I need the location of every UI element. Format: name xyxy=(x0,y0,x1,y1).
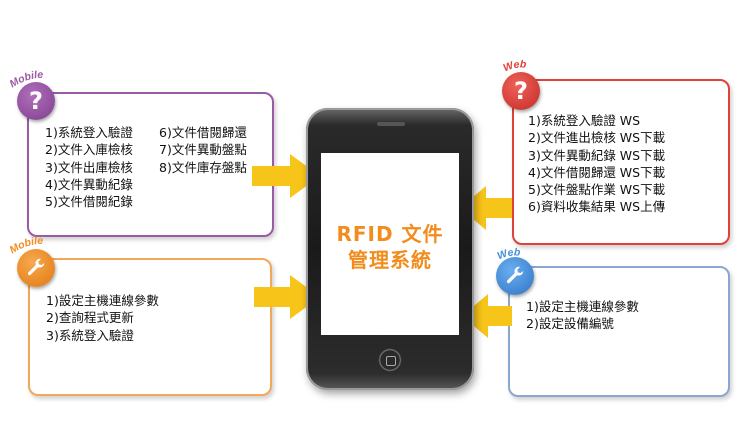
arrow-right-icon xyxy=(252,154,320,198)
web-functions-list: 1)系統登入驗證 WS 2)文件進出檢核 WS下載 3)文件異動紀錄 WS下載 … xyxy=(528,112,665,216)
list-item: 7)文件異動盤點 xyxy=(159,142,247,158)
system-title-line1: RFID 文件 xyxy=(336,222,444,246)
system-title: RFID 文件 管理系統 xyxy=(321,221,459,273)
phone-screen: RFID 文件 管理系統 xyxy=(321,153,459,335)
list-item: 3)系統登入驗證 xyxy=(46,327,134,343)
list-item: 1)設定主機連線參數 xyxy=(46,293,159,308)
list-item: 5)文件借閱紀錄 xyxy=(45,194,133,210)
list-item: 5)文件盤點作業 WS下載 xyxy=(528,182,666,198)
list-item: 8)文件庫存盤點 xyxy=(159,159,247,175)
mobile-functions-panel: 1)系統登入驗證 2)文件入庫檢核 3)文件出庫檢核 4)文件異動紀錄 5)文件… xyxy=(27,92,274,237)
home-button xyxy=(378,348,402,372)
list-item: 1)系統登入驗證 xyxy=(45,125,133,140)
list-item: 2)文件進出檢核 WS下載 xyxy=(528,130,666,146)
mobile-question-badge: ? xyxy=(17,82,55,120)
list-item: 3)文件出庫檢核 xyxy=(45,159,133,175)
list-item: 4)文件異動紀錄 xyxy=(45,176,133,192)
mobile-settings-panel: 1)設定主機連線參數 2)查詢程式更新 3)系統登入驗證 xyxy=(28,258,272,396)
wrench-icon xyxy=(27,258,45,276)
list-item: 1)系統登入驗證 WS xyxy=(528,113,641,128)
list-item: 2)查詢程式更新 xyxy=(46,310,134,326)
arrow-left-icon xyxy=(462,294,512,338)
web-settings-badge xyxy=(496,257,534,295)
list-item: 6)文件借閱歸還 xyxy=(159,125,247,140)
mobile-functions-list-col1: 1)系統登入驗證 2)文件入庫檢核 3)文件出庫檢核 4)文件異動紀錄 5)文件… xyxy=(45,124,133,210)
web-settings-list: 1)設定主機連線參數 2)設定設備編號 xyxy=(526,298,639,333)
list-item: 3)文件異動紀錄 WS下載 xyxy=(528,147,666,163)
question-mark-icon: ? xyxy=(514,77,528,105)
phone-device: RFID 文件 管理系統 xyxy=(306,108,474,390)
arrow-right-icon xyxy=(254,275,320,319)
svg-text:Web: Web xyxy=(502,58,528,74)
list-item: 4)文件借閱歸還 WS下載 xyxy=(528,164,666,180)
wrench-icon xyxy=(506,266,524,284)
list-item: 2)文件入庫檢核 xyxy=(45,142,133,158)
mobile-functions-list-col2: 6)文件借閱歸還 7)文件異動盤點 8)文件庫存盤點 xyxy=(159,124,247,176)
web-settings-panel: 1)設定主機連線參數 2)設定設備編號 xyxy=(508,266,730,397)
phone-speaker xyxy=(377,122,405,126)
web-question-badge: ? xyxy=(502,72,540,110)
mobile-settings-badge xyxy=(17,249,55,287)
question-mark-icon: ? xyxy=(29,87,43,115)
mobile-settings-list: 1)設定主機連線參數 2)查詢程式更新 3)系統登入驗證 xyxy=(46,292,159,344)
system-title-line2: 管理系統 xyxy=(348,248,432,272)
web-functions-panel: 1)系統登入驗證 WS 2)文件進出檢核 WS下載 3)文件異動紀錄 WS下載 … xyxy=(512,79,730,245)
list-item: 1)設定主機連線參數 xyxy=(526,299,639,314)
list-item: 2)設定設備編號 xyxy=(526,316,614,332)
list-item: 6)資料收集結果 WS上傳 xyxy=(528,199,666,215)
badge-label: Web xyxy=(502,58,528,74)
web-badge-label-arc: Web xyxy=(502,58,528,74)
